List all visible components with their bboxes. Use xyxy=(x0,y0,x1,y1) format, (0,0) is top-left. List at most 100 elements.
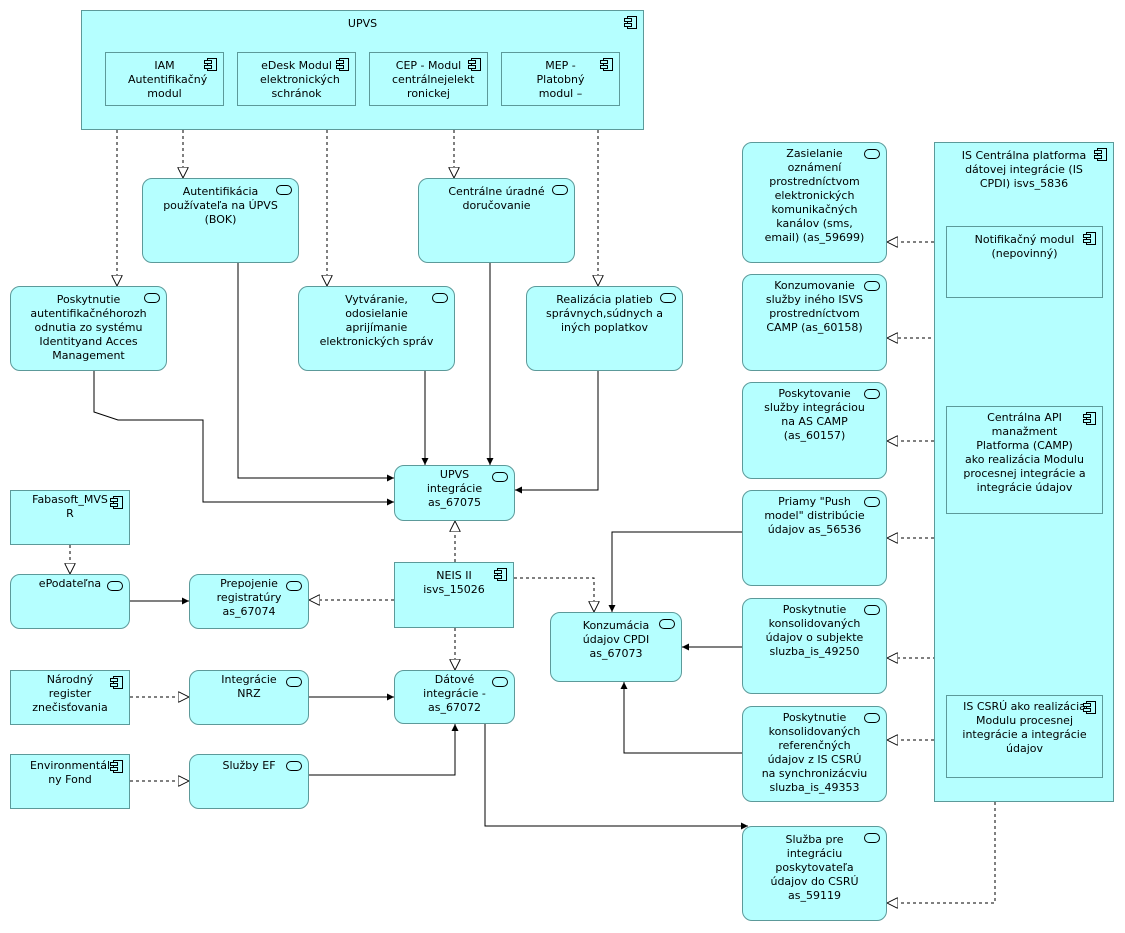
component-icon xyxy=(1083,232,1096,245)
service-pill-icon xyxy=(432,293,448,303)
neis-label: NEIS II isvs_15026 xyxy=(423,569,485,596)
upvs-integracie-label: UPVS integrácie as_67075 xyxy=(426,468,483,509)
datove-service[interactable]: Dátové integrácie - as_67072 xyxy=(394,670,515,724)
upvs-integracie-service[interactable]: UPVS integrácie as_67075 xyxy=(394,465,515,521)
zasielanie-label: Zasielanie oznámení prostredníctvom elek… xyxy=(764,147,865,244)
konzumacia-service[interactable]: Konzumácia údajov CPDI as_67073 xyxy=(550,612,682,682)
upvs-label: UPVS xyxy=(347,17,378,30)
integracie-nrz-service[interactable]: Integrácie NRZ xyxy=(189,670,309,725)
edge-poskytnutie-to-upvs xyxy=(93,371,394,506)
service-pill-icon xyxy=(864,281,880,291)
component-icon xyxy=(624,16,637,29)
env-fond-component[interactable]: Environmentál ny Fond xyxy=(10,754,130,809)
neis-component[interactable]: NEIS II isvs_15026 xyxy=(394,562,514,628)
service-pill-icon xyxy=(660,293,676,303)
component-icon xyxy=(1083,701,1096,714)
realizacia-platieb-service[interactable]: Realizácia platieb správnych,súdnych a i… xyxy=(526,286,683,371)
cpdi-label: IS Centrálna platforma dátovej integráci… xyxy=(961,149,1087,190)
service-pill-icon xyxy=(552,185,568,195)
sluzby-ef-label: Služby EF xyxy=(222,759,276,772)
cep-module-label: CEP - Modul centrálnejelekt ronickej xyxy=(392,59,475,100)
component-icon xyxy=(1083,412,1096,425)
integracie-nrz-label: Integrácie NRZ xyxy=(221,673,277,700)
poskytovanie-camp-label: Poskytovanie služby integráciou na AS CA… xyxy=(764,387,865,442)
priamy-push-label: Priamy "Push model" distribúcie údajov a… xyxy=(764,495,865,536)
edesk-module[interactable]: eDesk Modul elektronických schránok xyxy=(237,52,356,106)
edge-sluzby-to-datove xyxy=(309,724,459,776)
zasielanie-service[interactable]: Zasielanie oznámení prostredníctvom elek… xyxy=(742,142,887,263)
edesk-module-label: eDesk Modul elektronických schránok xyxy=(260,59,340,100)
component-icon xyxy=(110,496,123,509)
env-fond-label: Environmentál ny Fond xyxy=(29,759,111,786)
service-pill-icon xyxy=(659,619,675,629)
service-pill-icon xyxy=(286,677,302,687)
sluzba-csru-service[interactable]: Služba pre integráciu poskytovateľa údaj… xyxy=(742,826,887,921)
konzumovanie-label: Konzumovanie služby iného ISVS prostredn… xyxy=(765,279,864,334)
service-pill-icon xyxy=(864,833,880,843)
camp-component[interactable]: Centrálna API manažment Platforma (CAMP)… xyxy=(946,406,1103,514)
notifikacny-component[interactable]: Notifikačný modul (nepovinný) xyxy=(946,226,1103,298)
mep-module-label: MEP - Platobný modul – xyxy=(536,59,585,100)
service-pill-icon xyxy=(286,581,302,591)
component-icon xyxy=(336,58,349,71)
vytvaranie-service[interactable]: Vytváranie, odosielanie aprijímanie elek… xyxy=(298,286,455,371)
edge-neis-to-konzumacia xyxy=(514,577,594,612)
prepojenie-service[interactable]: Prepojenie registratúry as_67074 xyxy=(189,574,309,629)
edge-realizacia-to-upvs xyxy=(515,371,599,494)
konsolidovane-subjekt-service[interactable]: Poskytnutie konsolidovaných údajov o sub… xyxy=(742,598,887,694)
service-pill-icon xyxy=(286,761,302,771)
component-icon xyxy=(110,760,123,773)
component-icon xyxy=(468,58,481,71)
iam-module-label: IAM Autentifikačný modul xyxy=(128,59,208,100)
epodatelna-service[interactable]: ePodateľna xyxy=(10,574,130,629)
edge-datove-to-sluzba-csru xyxy=(484,724,748,830)
is-csru-label: IS CSRÚ ako realizácia Modulu procesnej … xyxy=(962,700,1087,755)
realizacia-platieb-label: Realizácia platieb správnych,súdnych a i… xyxy=(546,293,663,334)
epodatelna-label: ePodateľna xyxy=(38,577,102,590)
service-pill-icon xyxy=(492,472,508,482)
notifikacny-label: Notifikačný modul (nepovinný) xyxy=(974,233,1075,260)
centralne-doruc-label: Centrálne úradné doručovanie xyxy=(448,185,545,212)
is-csru-component[interactable]: IS CSRÚ ako realizácia Modulu procesnej … xyxy=(946,695,1103,778)
service-pill-icon xyxy=(864,713,880,723)
narodny-component[interactable]: Národný register znečisťovania xyxy=(10,670,130,725)
poskytnutie-auth-label: Poskytnutie autentifikačnéhorozh odnutia… xyxy=(30,293,147,362)
autentifikacia-service[interactable]: Autentifikácia používateľa na ÚPVS (BOK) xyxy=(142,178,299,263)
service-pill-icon xyxy=(864,389,880,399)
edge-autentifikacia-to-upvs xyxy=(237,263,394,482)
service-pill-icon xyxy=(864,149,880,159)
edge-push-to-konzumacia xyxy=(608,531,742,612)
iam-module[interactable]: IAM Autentifikačný modul xyxy=(105,52,224,106)
service-pill-icon xyxy=(144,293,160,303)
component-icon xyxy=(600,58,613,71)
service-pill-icon xyxy=(492,677,508,687)
poskytovanie-camp-service[interactable]: Poskytovanie služby integráciou na AS CA… xyxy=(742,382,887,479)
service-pill-icon xyxy=(107,581,123,591)
fabasoft-component[interactable]: Fabasoft_MVS R xyxy=(10,490,130,545)
camp-label: Centrálna API manažment Platforma (CAMP)… xyxy=(963,411,1086,494)
priamy-push-service[interactable]: Priamy "Push model" distribúcie údajov a… xyxy=(742,490,887,586)
sluzba-csru-label: Služba pre integráciu poskytovateľa údaj… xyxy=(770,833,859,902)
konzumovanie-service[interactable]: Konzumovanie služby iného ISVS prostredn… xyxy=(742,274,887,371)
prepojenie-label: Prepojenie registratúry as_67074 xyxy=(216,577,282,618)
centralne-doruc-service[interactable]: Centrálne úradné doručovanie xyxy=(418,178,575,263)
autentifikacia-label: Autentifikácia používateľa na ÚPVS (BOK) xyxy=(163,185,278,226)
konsolidovane-ref-label: Poskytnutie konsolidovaných referenčných… xyxy=(761,711,868,794)
poskytnutie-auth-service[interactable]: Poskytnutie autentifikačnéhorozh odnutia… xyxy=(10,286,167,371)
service-pill-icon xyxy=(864,605,880,615)
cep-module[interactable]: CEP - Modul centrálnejelekt ronickej xyxy=(369,52,488,106)
component-icon xyxy=(494,568,507,581)
narodny-label: Národný register znečisťovania xyxy=(32,673,108,714)
mep-module[interactable]: MEP - Platobný modul – xyxy=(501,52,620,106)
component-icon xyxy=(110,676,123,689)
sluzby-ef-service[interactable]: Služby EF xyxy=(189,754,309,809)
konsolidovane-subjekt-label: Poskytnutie konsolidovaných údajov o sub… xyxy=(765,603,864,658)
fabasoft-label: Fabasoft_MVS R xyxy=(32,493,108,520)
vytvaranie-label: Vytváranie, odosielanie aprijímanie elek… xyxy=(319,293,434,348)
datove-label: Dátové integrácie - as_67072 xyxy=(423,673,486,714)
service-pill-icon xyxy=(276,185,292,195)
konzumacia-label: Konzumácia údajov CPDI as_67073 xyxy=(582,619,650,660)
component-icon xyxy=(204,58,217,71)
konsolidovane-ref-service[interactable]: Poskytnutie konsolidovaných referenčných… xyxy=(742,706,887,802)
